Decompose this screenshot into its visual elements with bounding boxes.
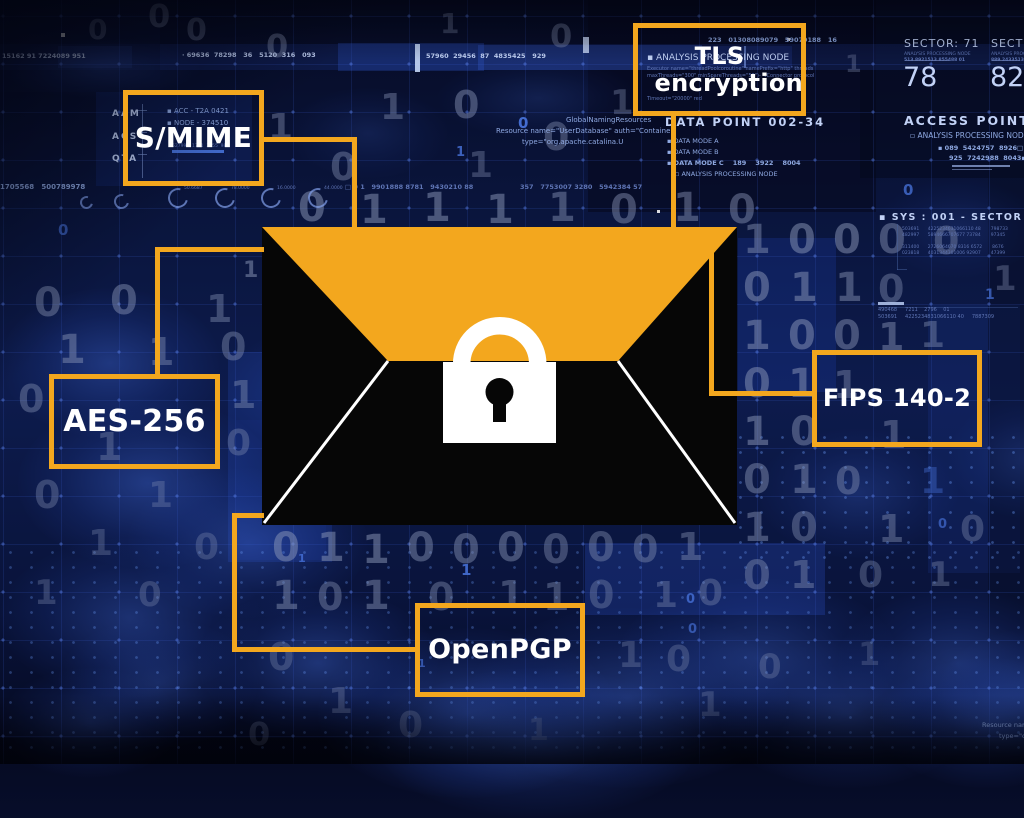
smime-connector-horizontal	[259, 137, 356, 142]
padlock-keyhole-stem	[493, 398, 506, 422]
callout-aes-256: AES-256	[49, 374, 220, 469]
fips-connector-vertical	[709, 252, 714, 396]
callout-smime: S/MIME	[123, 90, 264, 186]
callout-openpgp: OpenPGP	[415, 603, 585, 697]
tls-connector-vertical	[671, 112, 676, 229]
envelope-fold-left	[262, 360, 390, 524]
smime-connector-vertical	[352, 137, 357, 229]
fips-connector-horizontal	[709, 391, 814, 396]
aes-connector-horizontal	[155, 247, 264, 252]
aes-256-label: AES-256	[63, 403, 206, 439]
envelope-flap	[262, 227, 737, 361]
padlock-keyhole	[485, 378, 514, 406]
padlock-icon	[443, 316, 556, 443]
fips-140-2-label: FIPS 140-2	[822, 384, 972, 413]
openpgp-connector-vertical	[232, 513, 237, 652]
envelope-fold-right	[616, 360, 737, 524]
smime-label: S/MIME	[134, 121, 253, 155]
openpgp-connector-bottom	[232, 647, 417, 652]
callout-tls-encryption: TLS encryption	[633, 23, 806, 116]
aes-connector-vertical	[155, 247, 160, 376]
openpgp-connector-top	[232, 513, 264, 518]
openpgp-label: OpenPGP	[428, 633, 572, 665]
envelope-graphic	[262, 227, 737, 525]
tls-encryption-label: TLS encryption	[654, 41, 804, 97]
callout-fips-140-2: FIPS 140-2	[812, 350, 982, 447]
